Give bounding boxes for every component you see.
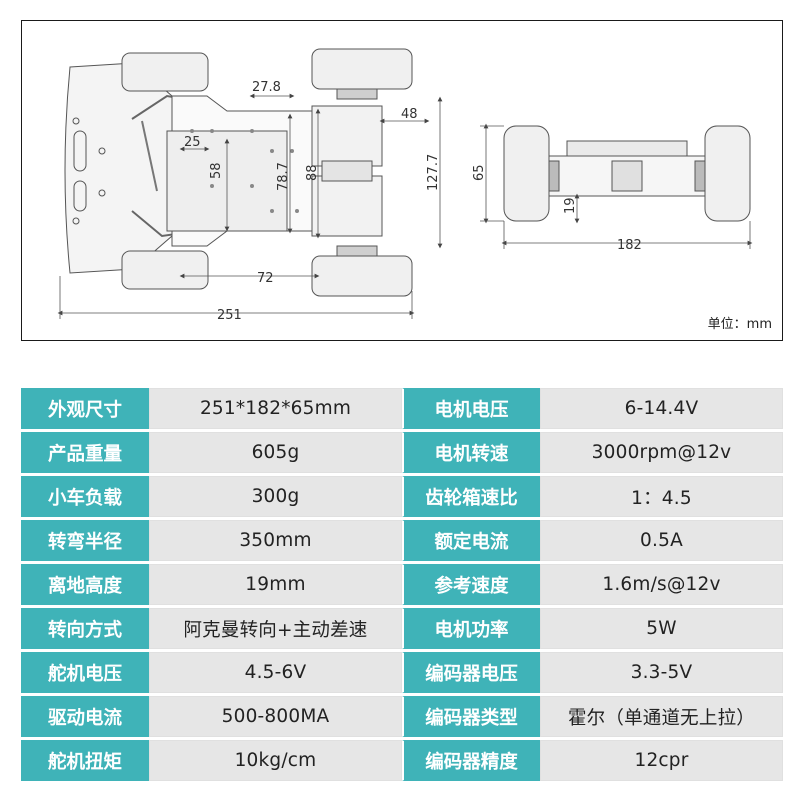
dim-78-7: 78.7 bbox=[276, 162, 291, 191]
spec-value: 500-800MA bbox=[149, 696, 402, 737]
side-view-dimensions bbox=[480, 123, 753, 249]
dim-72: 72 bbox=[257, 271, 274, 286]
table-row: 驱动电流 500-800MA 编码器类型 霍尔（单通道无上拉） bbox=[21, 696, 783, 737]
front-right-wheel bbox=[121, 250, 209, 290]
spec-value: 霍尔（单通道无上拉） bbox=[540, 696, 783, 737]
spec-label: 电机电压 bbox=[402, 388, 540, 429]
spec-value: 1：4.5 bbox=[540, 476, 783, 517]
spec-value: 12cpr bbox=[540, 740, 783, 781]
spec-value: 0.5A bbox=[540, 520, 783, 561]
spec-label: 编码器精度 bbox=[402, 740, 540, 781]
dim-25: 25 bbox=[184, 135, 201, 150]
table-row: 舵机电压 4.5-6V 编码器电压 3.3-5V bbox=[21, 652, 783, 693]
spec-value: 阿克曼转向+主动差速 bbox=[149, 608, 402, 649]
spec-label: 产品重量 bbox=[21, 432, 149, 473]
spec-value: 300g bbox=[149, 476, 402, 517]
table-row: 产品重量 605g 电机转速 3000rpm@12v bbox=[21, 432, 783, 473]
spec-table: 外观尺寸 251*182*65mm 电机电压 6-14.4V 产品重量 605g… bbox=[21, 385, 783, 784]
spec-value: 19mm bbox=[149, 564, 402, 605]
table-row: 舵机扭矩 10kg/cm 编码器精度 12cpr bbox=[21, 740, 783, 781]
top-view-dimensions bbox=[57, 93, 443, 319]
rear-left-wheel bbox=[311, 48, 413, 90]
spec-label: 转弯半径 bbox=[21, 520, 149, 561]
spec-value: 4.5-6V bbox=[149, 652, 402, 693]
dim-27-8: 27.8 bbox=[252, 80, 281, 95]
spec-value: 5W bbox=[540, 608, 783, 649]
technical-drawing: 27.8 48 25 58 78.7 88 127.7 72 251 bbox=[21, 20, 783, 341]
dim-251: 251 bbox=[217, 308, 242, 323]
unit-label: 单位：mm bbox=[707, 317, 772, 332]
front-left-wheel bbox=[121, 52, 209, 92]
spec-label: 参考速度 bbox=[402, 564, 540, 605]
spec-label: 驱动电流 bbox=[21, 696, 149, 737]
top-view bbox=[64, 48, 413, 297]
spec-label: 舵机电压 bbox=[21, 652, 149, 693]
table-row: 外观尺寸 251*182*65mm 电机电压 6-14.4V bbox=[21, 388, 783, 429]
spec-value: 1.6m/s@12v bbox=[540, 564, 783, 605]
table-row: 离地高度 19mm 参考速度 1.6m/s@12v bbox=[21, 564, 783, 605]
table-row: 转弯半径 350mm 额定电流 0.5A bbox=[21, 520, 783, 561]
spec-label: 电机转速 bbox=[402, 432, 540, 473]
rear-right-wheel bbox=[311, 255, 413, 297]
spec-label: 额定电流 bbox=[402, 520, 540, 561]
spec-label: 齿轮箱速比 bbox=[402, 476, 540, 517]
side-right-wheel bbox=[704, 125, 751, 222]
side-view bbox=[503, 125, 751, 222]
spec-label: 小车负载 bbox=[21, 476, 149, 517]
spec-value: 3000rpm@12v bbox=[540, 432, 783, 473]
spec-label: 编码器类型 bbox=[402, 696, 540, 737]
spec-label: 离地高度 bbox=[21, 564, 149, 605]
side-view-dimension-labels: 65 19 182 bbox=[472, 164, 642, 253]
chassis-dimension-drawing: 27.8 48 25 58 78.7 88 127.7 72 251 bbox=[57, 48, 753, 323]
spec-value: 10kg/cm bbox=[149, 740, 402, 781]
dim-19: 19 bbox=[563, 197, 578, 214]
dim-48: 48 bbox=[401, 107, 418, 122]
dim-65: 65 bbox=[472, 164, 487, 181]
side-left-wheel bbox=[503, 125, 550, 222]
spec-value: 3.3-5V bbox=[540, 652, 783, 693]
dim-127-7: 127.7 bbox=[426, 154, 441, 191]
dim-88: 88 bbox=[305, 164, 320, 181]
spec-label: 电机功率 bbox=[402, 608, 540, 649]
spec-value: 605g bbox=[149, 432, 402, 473]
spec-label: 外观尺寸 bbox=[21, 388, 149, 429]
spec-value: 350mm bbox=[149, 520, 402, 561]
dim-182: 182 bbox=[617, 238, 642, 253]
spec-label: 转向方式 bbox=[21, 608, 149, 649]
dim-58: 58 bbox=[209, 162, 224, 179]
table-row: 小车负载 300g 齿轮箱速比 1：4.5 bbox=[21, 476, 783, 517]
spec-label: 舵机扭矩 bbox=[21, 740, 149, 781]
spec-value: 251*182*65mm bbox=[149, 388, 402, 429]
table-row: 转向方式 阿克曼转向+主动差速 电机功率 5W bbox=[21, 608, 783, 649]
spec-value: 6-14.4V bbox=[540, 388, 783, 429]
spec-label: 编码器电压 bbox=[402, 652, 540, 693]
top-view-dimension-labels: 27.8 48 25 58 78.7 88 127.7 72 251 bbox=[184, 80, 441, 323]
